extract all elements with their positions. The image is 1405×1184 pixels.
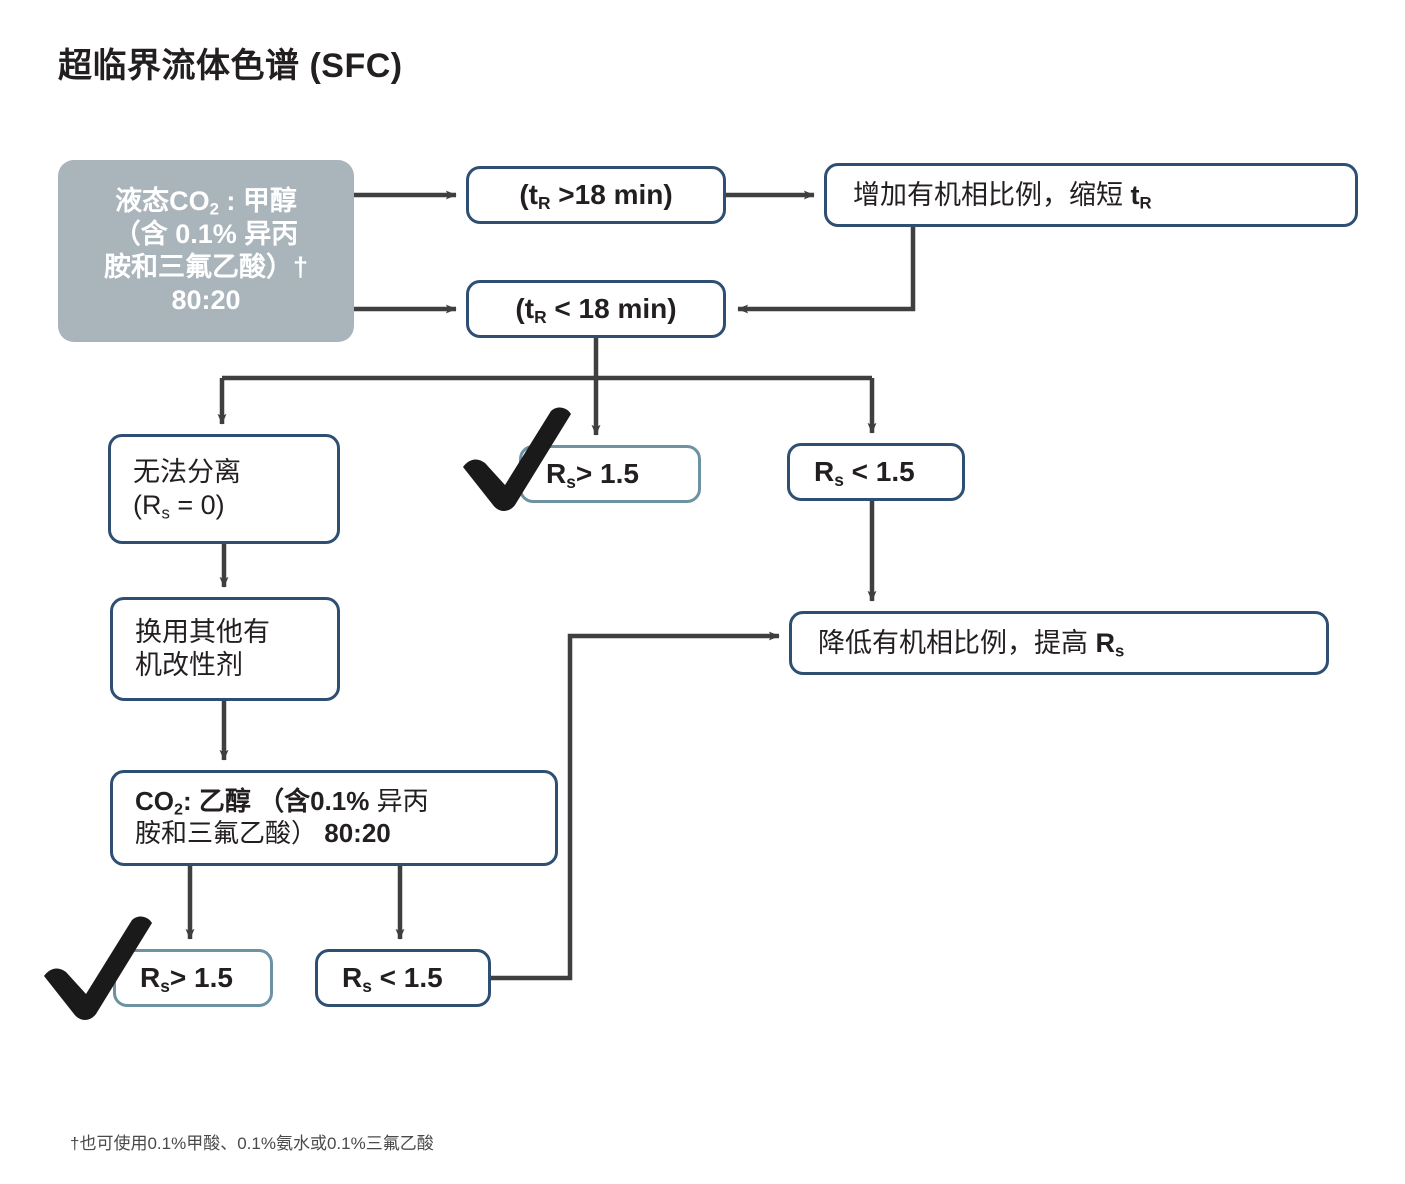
start-line-4: 80:20 (171, 284, 241, 315)
node-start-mobile-phase[interactable]: 液态CO2 : 甲醇 （含 0.1% 异丙 胺和三氟乙酸）† 80:20 (58, 160, 354, 342)
node-tr-greater-18[interactable]: (tR >18 min) (466, 166, 726, 224)
node-switch-modifier[interactable]: 换用其他有 机改性剂 (110, 597, 340, 701)
co2-ethanol-line-2: 胺和三氟乙酸） 80:20 (135, 818, 391, 848)
rs-lt-top-label: Rs < 1.5 (814, 455, 915, 490)
node-decrease-organic[interactable]: 降低有机相比例，提高 Rs (789, 611, 1329, 675)
page-title: 超临界流体色谱 (SFC) (58, 47, 403, 85)
co2-ethanol-line-1: CO2: 乙醇 （含0.1% 异丙 (135, 786, 429, 819)
node-co2-ethanol[interactable]: CO2: 乙醇 （含0.1% 异丙 胺和三氟乙酸） 80:20 (110, 770, 558, 866)
start-line-2: （含 0.1% 异丙 (113, 219, 299, 250)
node-tr-less-18[interactable]: (tR < 18 min) (466, 280, 726, 338)
rs-lt-bottom-label: Rs < 1.5 (342, 961, 443, 996)
tr-lt-label: (tR < 18 min) (515, 292, 677, 327)
node-rs-greater-1p5-bottom[interactable]: Rs> 1.5 (113, 949, 273, 1007)
start-line-3: 胺和三氟乙酸）† (103, 252, 309, 282)
switch-line-1: 换用其他有 (135, 617, 270, 648)
tr-gt-label: (tR >18 min) (519, 178, 673, 213)
node-rs-less-1p5-bottom[interactable]: Rs < 1.5 (315, 949, 491, 1007)
edge-increase-feedback (737, 227, 916, 314)
no-separation-line-1: 无法分离 (133, 457, 241, 488)
decrease-label: 降低有机相比例，提高 Rs (818, 627, 1125, 661)
node-increase-organic[interactable]: 增加有机相比例，缩短 tR (824, 163, 1358, 227)
no-separation-line-2: (Rs = 0) (133, 490, 225, 523)
switch-line-2: 机改性剂 (135, 650, 243, 680)
footnote: †也可使用0.1%甲酸、0.1%氨水或0.1%三氟乙酸 (70, 1134, 434, 1153)
node-no-separation[interactable]: 无法分离 (Rs = 0) (108, 434, 340, 544)
node-rs-less-1p5-top[interactable]: Rs < 1.5 (787, 443, 965, 501)
node-rs-greater-1p5-top[interactable]: Rs> 1.5 (519, 445, 701, 503)
rs-gt-top-label: Rs> 1.5 (546, 457, 639, 492)
rs-gt-bottom-label: Rs> 1.5 (140, 961, 233, 996)
start-line-1: 液态CO2 : 甲醇 (115, 186, 297, 219)
increase-label: 增加有机相比例，缩短 tR (853, 179, 1152, 213)
